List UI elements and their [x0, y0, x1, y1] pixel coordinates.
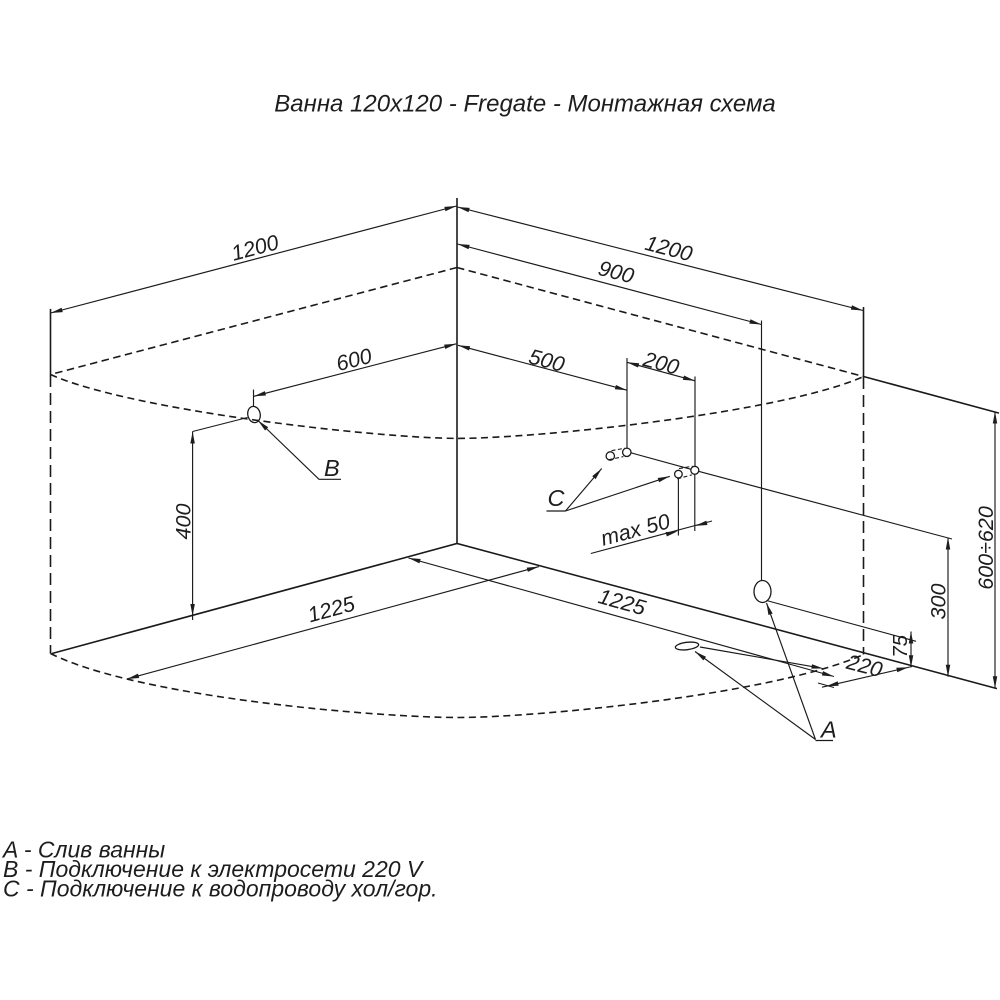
svg-text:75: 75	[889, 634, 912, 657]
svg-text:300: 300	[927, 584, 951, 620]
svg-text:900: 900	[596, 256, 637, 288]
svg-text:400: 400	[172, 504, 196, 540]
svg-text:B: B	[324, 455, 340, 481]
svg-text:1225: 1225	[596, 584, 650, 620]
svg-text:1200: 1200	[643, 231, 695, 266]
svg-text:220: 220	[843, 650, 885, 682]
svg-text:max 50: max 50	[598, 509, 672, 550]
svg-text:1200: 1200	[229, 230, 281, 265]
svg-text:600: 600	[334, 344, 375, 376]
svg-text:Ванна 120x120 - Fregate - Монт: Ванна 120x120 - Fregate - Монтажная схем…	[274, 91, 776, 118]
svg-text:B - Подключение к электросети: B - Подключение к электросети 220 V	[3, 856, 425, 882]
svg-text:A: A	[819, 717, 837, 743]
svg-text:600÷620: 600÷620	[974, 506, 998, 590]
svg-text:C: C	[548, 485, 566, 511]
svg-text:C - Подключение к водопроводу: C - Подключение к водопроводу хол/гор.	[3, 876, 438, 902]
svg-text:1225: 1225	[305, 591, 358, 627]
svg-text:500: 500	[526, 344, 567, 376]
svg-text:200: 200	[640, 347, 682, 380]
svg-text:A - Слив ванны: A - Слив ванны	[1, 837, 165, 863]
